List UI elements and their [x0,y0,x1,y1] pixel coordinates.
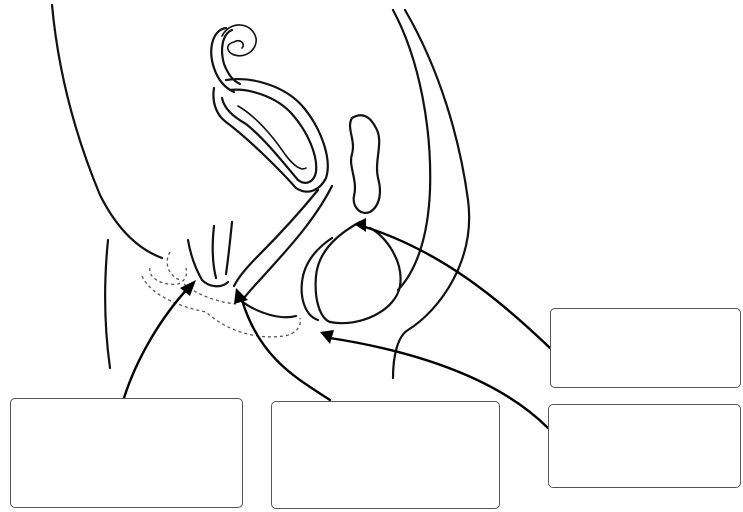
label-box-2[interactable] [271,401,500,509]
vagina-wall-back [244,186,332,298]
ovary [222,25,256,56]
label-box-4[interactable] [548,404,741,488]
fallopian-tube-inner [222,30,240,84]
uterus-cavity [238,106,306,169]
label-box-1[interactable] [10,398,243,508]
abdomen-outline-left [393,10,430,290]
rectum-upper [350,115,380,213]
thigh-outline [105,240,110,368]
abdomen-outline-right [393,10,469,378]
label-box-3[interactable] [550,308,741,388]
rectum-lower [316,222,401,323]
clitoris-dashed-outline [167,252,180,280]
urethra-wall [213,226,216,278]
leader-arrow-1 [124,280,196,398]
pubic-wall [226,222,232,274]
bladder-front [188,240,228,286]
body-outline-back [52,5,162,258]
labia-dashed-outline [150,268,187,284]
vagina-wall-front [234,190,318,286]
